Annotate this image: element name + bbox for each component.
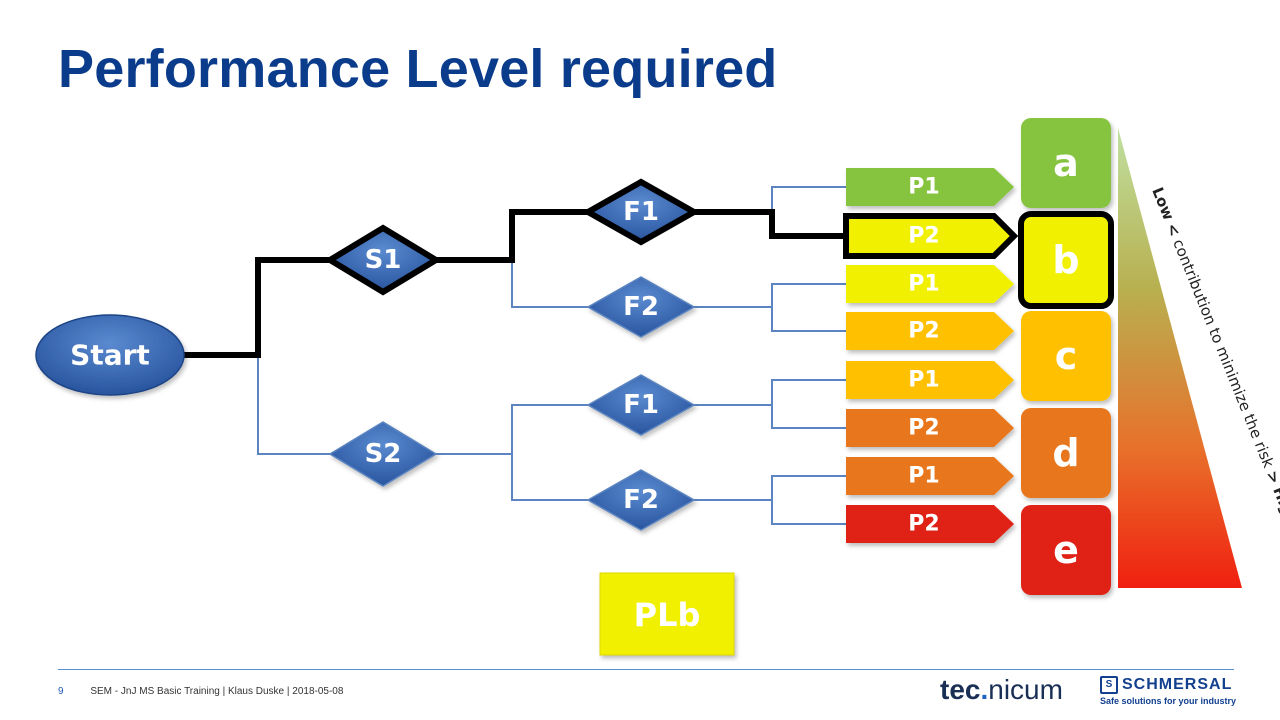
level-box-d: d — [1021, 408, 1111, 498]
page-number: 9 — [58, 686, 64, 697]
arrow-p2-5: P2 — [846, 409, 1014, 447]
page-title: Performance Level required — [58, 39, 778, 99]
f1-lower-decision-node: F1 — [586, 374, 696, 436]
f2-lower-decision-node: F2 — [586, 469, 696, 531]
arrow-p1-2: P1 — [846, 265, 1014, 303]
connector-lines — [184, 186, 846, 525]
result-label: PLb — [634, 596, 701, 634]
level-box-a: a — [1021, 118, 1111, 208]
level-label: c — [1055, 334, 1078, 378]
f2-upper-label: F2 — [623, 292, 659, 322]
arrow-label: P1 — [908, 175, 939, 200]
arrow-label: P1 — [908, 272, 939, 297]
result-box: PLb — [599, 572, 735, 656]
arrow-label: P2 — [908, 512, 939, 537]
arrow-label: P1 — [908, 368, 939, 393]
footer-info: SEM - JnJ MS Basic Training | Klaus Dusk… — [90, 686, 344, 697]
s1-decision-node: S1 — [324, 224, 442, 296]
level-box-b: b — [1018, 211, 1114, 309]
selected-path — [184, 257, 330, 358]
logo-tec-text: tec — [940, 674, 981, 705]
arrow-p1-0: P1 — [846, 168, 1014, 206]
s1-label: S1 — [365, 245, 402, 275]
arrow-p1-4: P1 — [846, 361, 1014, 399]
level-box-c: c — [1021, 311, 1111, 401]
arrow-p1-6: P1 — [846, 457, 1014, 495]
level-label: b — [1052, 238, 1079, 282]
f1-upper-decision-node: F1 — [581, 178, 701, 246]
selected-path-segment — [694, 209, 846, 239]
logo-nicum-text: nicum — [988, 674, 1063, 705]
s2-decision-node: S2 — [328, 421, 438, 487]
logo-slogan: Safe solutions for your industry — [1100, 696, 1237, 706]
f2-upper-decision-node: F2 — [586, 276, 696, 338]
level-label: a — [1053, 141, 1079, 185]
arrow-label: P2 — [908, 319, 939, 344]
arrow-p2-3: P2 — [846, 312, 1014, 350]
selected-path-segment — [436, 209, 588, 263]
arrow-p2-7: P2 — [846, 505, 1014, 543]
schmersal-mark-icon: S — [1100, 676, 1118, 694]
level-label: d — [1052, 431, 1079, 475]
f1-upper-label: F1 — [623, 197, 659, 227]
tecnicum-logo: tec.nicum — [940, 674, 1063, 705]
level-label: e — [1053, 528, 1079, 572]
arrow-p2-1: P2 — [843, 213, 1019, 259]
footer-divider — [58, 669, 1234, 670]
level-box-e: e — [1021, 505, 1111, 595]
arrow-label: P2 — [908, 416, 939, 441]
f2-lower-label: F2 — [623, 485, 659, 515]
footer: 9 SEM - JnJ MS Basic Training | Klaus Du… — [58, 686, 343, 697]
arrow-label: P2 — [908, 224, 939, 249]
start-label: Start — [70, 339, 150, 372]
logo-schmersal-text: SCHMERSAL — [1122, 676, 1233, 693]
arrow-label: P1 — [908, 464, 939, 489]
start-node: Start — [35, 314, 185, 396]
s2-label: S2 — [365, 439, 402, 469]
risk-gradient-triangle — [1118, 128, 1242, 588]
f1-lower-label: F1 — [623, 390, 659, 420]
